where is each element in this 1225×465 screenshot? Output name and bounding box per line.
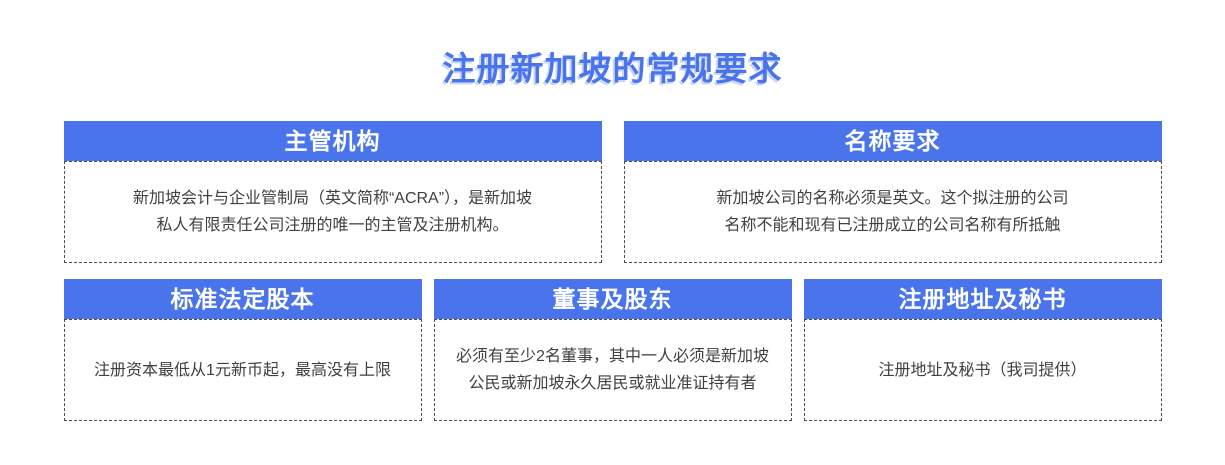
row-bottom: 标准法定股本 注册资本最低从1元新币起，最高没有上限 董事及股东 必须有至少2名… bbox=[63, 279, 1162, 421]
card-authority-body: 新加坡会计与企业管制局（英文简称“ACRA”），是新加坡 私人有限责任公司注册的… bbox=[63, 161, 602, 263]
card-directors-shareholders-header: 董事及股东 bbox=[433, 279, 792, 319]
card-name-requirement: 名称要求 新加坡公司的名称必须是英文。这个拟注册的公司 名称不能和现有已注册成立… bbox=[623, 121, 1162, 263]
card-authority-header: 主管机构 bbox=[63, 121, 602, 161]
card-directors-shareholders-body: 必须有至少2名董事，其中一人必须是新加坡 公民或新加坡永久居民或就业准证持有者 bbox=[433, 319, 792, 421]
card-directors-shareholders: 董事及股东 必须有至少2名董事，其中一人必须是新加坡 公民或新加坡永久居民或就业… bbox=[433, 279, 792, 421]
card-share-capital-header: 标准法定股本 bbox=[63, 279, 422, 319]
page-title: 注册新加坡的常规要求 bbox=[442, 50, 783, 87]
card-name-requirement-header: 名称要求 bbox=[623, 121, 1162, 161]
card-share-capital-body: 注册资本最低从1元新币起，最高没有上限 bbox=[63, 319, 422, 421]
card-share-capital: 标准法定股本 注册资本最低从1元新币起，最高没有上限 bbox=[63, 279, 422, 421]
card-address-secretary: 注册地址及秘书 注册地址及秘书（我司提供） bbox=[803, 279, 1162, 421]
card-address-secretary-header: 注册地址及秘书 bbox=[803, 279, 1162, 319]
content-area: 主管机构 新加坡会计与企业管制局（英文简称“ACRA”），是新加坡 私人有限责任… bbox=[63, 121, 1162, 421]
card-authority: 主管机构 新加坡会计与企业管制局（英文简称“ACRA”），是新加坡 私人有限责任… bbox=[63, 121, 602, 263]
row-top: 主管机构 新加坡会计与企业管制局（英文简称“ACRA”），是新加坡 私人有限责任… bbox=[63, 121, 1162, 263]
card-address-secretary-body: 注册地址及秘书（我司提供） bbox=[803, 319, 1162, 421]
card-name-requirement-body: 新加坡公司的名称必须是英文。这个拟注册的公司 名称不能和现有已注册成立的公司名称… bbox=[623, 161, 1162, 263]
